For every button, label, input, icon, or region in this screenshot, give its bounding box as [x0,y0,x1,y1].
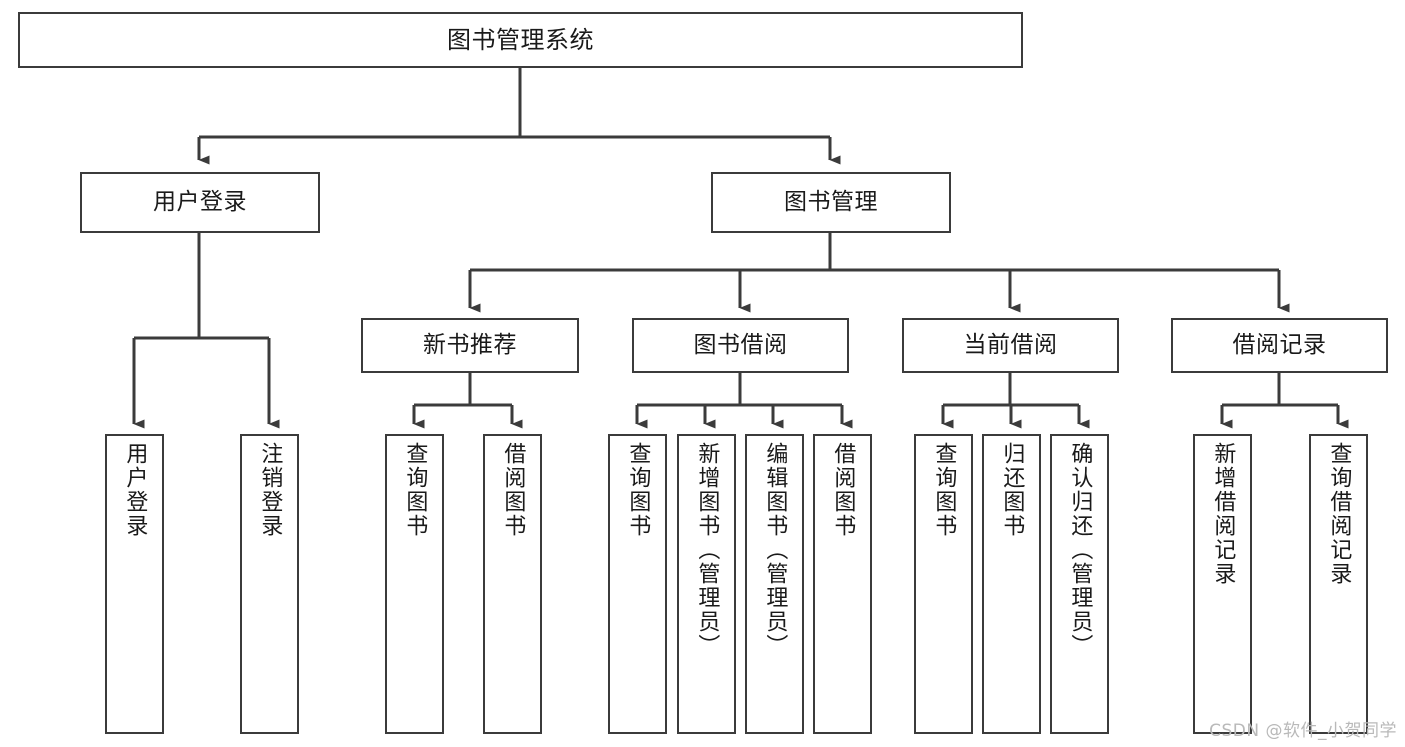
node-label: 新增借阅记录 [1210,442,1236,586]
node-leaf-query-book-borrow[interactable]: 查询图书 [608,434,667,734]
node-label: 借阅记录 [1232,331,1327,358]
node-book-management[interactable]: 图书管理 [711,172,951,233]
node-leaf-edit-book-admin[interactable]: 编辑图书（管理员） [745,434,804,734]
node-label: 用户登录 [153,188,247,215]
node-leaf-logout[interactable]: 注销登录 [240,434,299,734]
node-leaf-query-book-recommend[interactable]: 查询图书 [385,434,444,734]
node-leaf-add-book-admin[interactable]: 新增图书（管理员） [677,434,736,734]
node-label: 借阅图书 [500,442,526,538]
node-label: 查询图书 [931,442,957,538]
node-leaf-return-book[interactable]: 归还图书 [982,434,1041,734]
node-leaf-borrow-book-recommend[interactable]: 借阅图书 [483,434,542,734]
node-leaf-query-book-current[interactable]: 查询图书 [914,434,973,734]
node-label: 注销登录 [257,442,283,538]
node-leaf-add-borrow-record[interactable]: 新增借阅记录 [1193,434,1252,734]
node-label: 当前借阅 [963,331,1058,358]
node-label: 用户登录 [122,442,148,538]
node-current-borrow[interactable]: 当前借阅 [902,318,1119,373]
node-label: 编辑图书（管理员） [762,442,788,658]
node-root-book-management-system[interactable]: 图书管理系统 [18,12,1023,68]
node-label: 确认归还（管理员） [1067,442,1093,658]
node-label: 查询图书 [625,442,651,538]
node-label: 新增图书（管理员） [694,442,720,658]
node-label: 图书管理 [784,188,878,215]
node-new-book-recommend[interactable]: 新书推荐 [361,318,579,373]
node-leaf-query-borrow-record[interactable]: 查询借阅记录 [1309,434,1368,734]
node-label: 图书借阅 [693,331,788,358]
node-label: 借阅图书 [830,442,856,538]
node-leaf-borrow-book[interactable]: 借阅图书 [813,434,872,734]
node-label: 查询图书 [402,442,428,538]
node-user-login[interactable]: 用户登录 [80,172,320,233]
node-label: 图书管理系统 [447,25,594,54]
node-book-borrow[interactable]: 图书借阅 [632,318,849,373]
node-leaf-confirm-return-admin[interactable]: 确认归还（管理员） [1050,434,1109,734]
node-label: 查询借阅记录 [1326,442,1352,586]
node-leaf-user-login[interactable]: 用户登录 [105,434,164,734]
node-borrow-record[interactable]: 借阅记录 [1171,318,1388,373]
node-label: 归还图书 [999,442,1025,538]
node-label: 新书推荐 [423,331,517,358]
